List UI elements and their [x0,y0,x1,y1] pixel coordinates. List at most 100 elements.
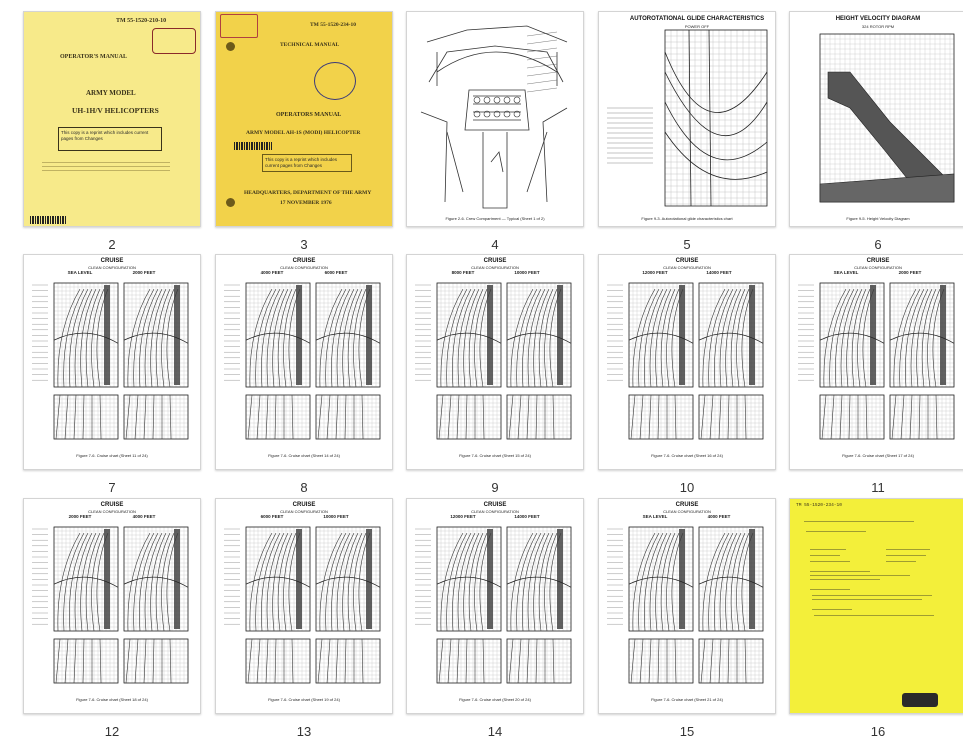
max-range-line [506,332,572,344]
cruise-curve [63,288,85,388]
callout-leader [526,87,558,93]
cruise-curve [632,532,656,632]
page-number-label: 16 [870,724,886,739]
fuel-flow-curve [456,638,460,684]
fuel-flow-curve [55,394,61,440]
fuel-flow-curve [169,638,172,684]
cruise-curve [457,532,476,632]
fuel-flow-curve [55,638,61,684]
chart-frame [436,394,502,440]
text-line [42,170,170,171]
fuel-flow-curve [648,638,652,684]
instrument-dial [473,96,481,104]
cruise-curve [829,288,851,388]
drawing-stroke [428,45,564,83]
barcode [234,142,272,150]
cruise-chart [415,526,572,684]
max-range-line [245,576,311,588]
right-altitude: 10000 FEET [323,514,349,519]
page-number-label: 9 [491,480,499,495]
fuel-flow-curve [465,394,468,440]
cruise-curve [57,532,81,632]
chart-frame [315,394,381,440]
cruise-curve [899,288,921,388]
torque-limit-band [296,529,302,629]
fuel-flow-curve [291,394,294,440]
fuel-flow-curve [648,394,652,440]
torque-limit-band [366,529,372,629]
figure-caption: Figure 7-6. Cruise chart (Sheet 15 of 24… [459,453,531,458]
torque-limit-band [749,529,755,629]
cruise-curve [85,532,101,632]
thumbnail-item[interactable]: TM 55-1520-234-10 16 [789,498,963,739]
hv-chart [819,33,955,203]
thumbnail-item[interactable]: Figure 2-6. Crew Compartment — Typical (… [406,11,584,252]
cruise-curve [272,288,289,388]
drawing-stroke [464,89,530,131]
right-altitude: 4000 FEET [132,514,156,519]
chart-frame [245,282,311,388]
chart-frame [506,282,572,388]
photo-edge-mark [902,693,938,707]
fuel-flow-curve [326,394,331,440]
page-thumbnail[interactable]: Figure 2-6. Crew Compartment — Typical (… [406,11,584,227]
instrument-dial [483,96,491,104]
cruise-curve [708,288,730,388]
text-line [810,561,850,562]
chart-subtitle: CLEAN CONFIGURATION [471,509,519,514]
fuel-flow-curve [465,638,468,684]
callout-leader [526,71,558,77]
cruise-curve [533,288,550,388]
max-range-line [245,332,311,344]
chart-frame [698,526,764,632]
page-number-label: 2 [108,237,116,252]
torque-limit-band [174,529,180,629]
fuel-flow-curve [64,394,69,440]
drawing-stroke [420,111,448,203]
chart-subtitle: CLEAN CONFIGURATION [88,509,136,514]
cruise-curve [463,532,480,632]
fuel-flow-curve [82,394,85,440]
chart-subtitle: CLEAN CONFIGURATION [663,509,711,514]
cruise-curve [538,532,554,632]
chart-subtitle: CLEAN CONFIGURATION [663,265,711,270]
fuel-flow-curve [821,394,827,440]
fuel-flow-curve [700,638,706,684]
red-stamp [220,14,258,38]
left-altitude: 4000 FEET [260,270,284,275]
page-number-label: 14 [487,724,503,739]
chart-title: CRUISE [483,258,507,264]
figure-caption: Figure 7-6. Cruise chart (Sheet 17 of 24… [842,453,914,458]
cruise-curve [440,288,464,388]
max-range-line [123,576,189,588]
page-thumbnail[interactable]: TM 55-1520-234-10 [789,498,963,714]
fuel-flow-curve [482,394,485,440]
fuel-flow-curve [839,394,843,440]
